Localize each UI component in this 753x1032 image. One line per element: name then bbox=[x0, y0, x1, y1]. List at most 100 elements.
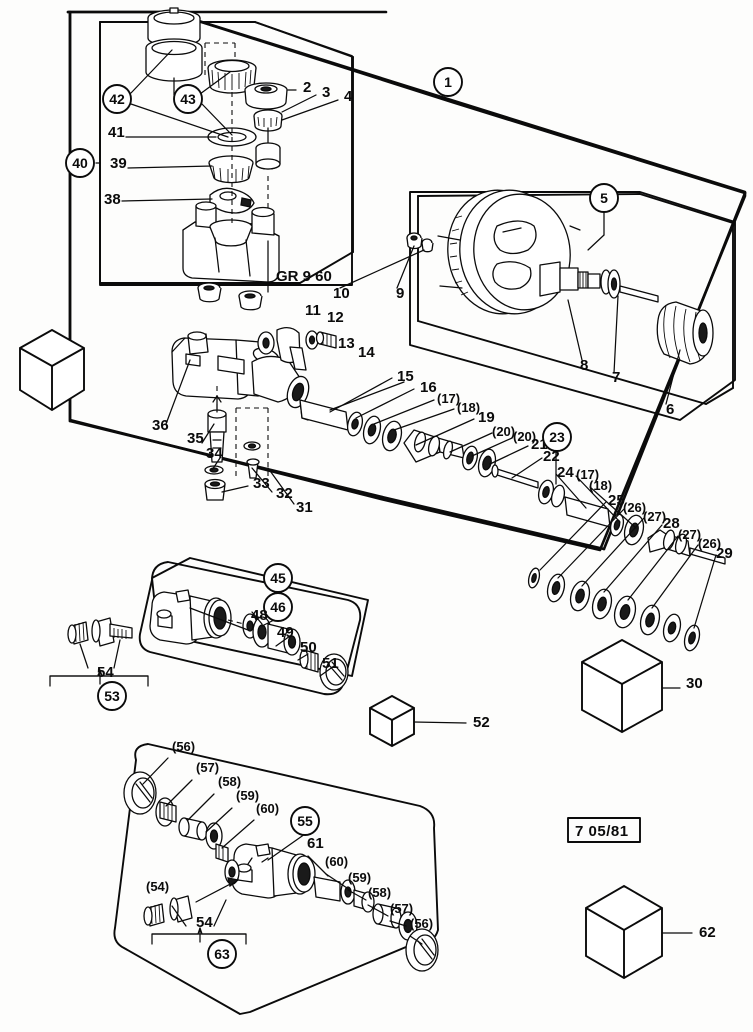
callout-38-float-text: 38 bbox=[104, 191, 121, 208]
callout-4-switch-text: 4 bbox=[344, 88, 353, 105]
callout-16-spring-seat-text: 16 bbox=[420, 379, 437, 396]
callout-43-filler-cap-text: 43 bbox=[180, 91, 196, 107]
callout-54-bleed-screw-a-text: 54 bbox=[97, 664, 114, 681]
callout-32-screw: 32 bbox=[276, 485, 293, 502]
callout-23-seal-kit: 23 bbox=[542, 422, 572, 452]
callout-10-stud-text: 10 bbox=[333, 285, 350, 302]
spring-15 bbox=[299, 399, 349, 431]
reservoir-outlet-plugs bbox=[197, 282, 263, 311]
callout-16-spring-seat: 16 bbox=[420, 379, 437, 396]
callout-34-washer: 34 bbox=[206, 445, 223, 462]
wheel-cylinder-leaders bbox=[142, 588, 423, 945]
callout-34-washer-text: 34 bbox=[206, 445, 223, 462]
callout-23-seal-kit-text: 23 bbox=[549, 429, 565, 445]
callout-43-filler-cap-ring bbox=[173, 84, 203, 114]
callout-31-plug-text: 31 bbox=[296, 499, 313, 516]
callout-57-piston-b: (57) bbox=[390, 901, 413, 916]
spring-24 bbox=[564, 496, 611, 528]
callout-28-spacer: 28 bbox=[663, 515, 680, 532]
master-cylinder-switch-35 bbox=[204, 386, 269, 501]
callout-54-bleed-screw-c-text: 54 bbox=[196, 914, 213, 931]
callout-18-cup-b: (18) bbox=[457, 400, 480, 415]
callout-30-repair-kit-box-text: 30 bbox=[686, 675, 703, 692]
callout-41-gasket: 41 bbox=[108, 124, 125, 141]
reservoir-code-text: GR 9 60 bbox=[276, 268, 332, 285]
booster-boot-6 bbox=[656, 301, 714, 365]
callout-20-ring-a: (20) bbox=[492, 424, 515, 439]
callout-57-piston-b-text: (57) bbox=[390, 901, 413, 916]
callout-59-seal-a: (59) bbox=[236, 788, 259, 803]
front-wheel-cylinder-internals bbox=[242, 613, 349, 691]
internal-parts-leaders bbox=[165, 359, 717, 629]
callout-5-vacuum-booster-text: 5 bbox=[600, 190, 608, 206]
callout-52-repair-kit-box-text: 52 bbox=[473, 714, 490, 731]
callout-40-reservoir-group-text: 40 bbox=[72, 155, 88, 171]
callout-61-spring: 61 bbox=[307, 835, 324, 852]
callout-19-piston: 19 bbox=[478, 409, 495, 426]
callout-60-spring-seat-b: (60) bbox=[325, 854, 348, 869]
callout-23-seal-kit-ring bbox=[542, 422, 572, 452]
callout-17-cup-c-text: (17) bbox=[576, 467, 599, 482]
callout-62-repair-kit-box-text: 62 bbox=[699, 924, 716, 941]
reservoir-code-label: GR 9 60 bbox=[275, 268, 335, 286]
callout-9-nut: 9 bbox=[396, 285, 404, 302]
callout-1-main-assembly: 1 bbox=[433, 67, 463, 97]
callout-54-bleed-screw-b-text: (54) bbox=[146, 879, 169, 894]
callout-11-washer-text: 11 bbox=[305, 302, 321, 319]
callout-58-cup-b-text: (58) bbox=[368, 885, 391, 900]
callout-20-ring-b: (20) bbox=[513, 429, 536, 444]
rear-bleeder-group bbox=[143, 877, 247, 945]
callout-42-cap-assembly-ring bbox=[102, 84, 132, 114]
callout-13-union-text: 13 bbox=[338, 335, 355, 352]
callout-38-float: 38 bbox=[104, 191, 121, 208]
callout-59-seal-b: (59) bbox=[348, 870, 371, 885]
callout-26-washer-b: (26) bbox=[698, 536, 721, 551]
callout-30-repair-kit-box: 30 bbox=[686, 675, 703, 692]
callout-63-rear-bleeder-group-text: 63 bbox=[214, 946, 230, 962]
reservoir-body bbox=[182, 201, 280, 293]
cap-seal-switch-parts bbox=[244, 82, 288, 170]
callout-45-wheel-cylinder-lh-ring bbox=[263, 563, 293, 593]
callout-36-master-cylinder-text: 36 bbox=[152, 417, 169, 434]
callout-59-seal-b-text: (59) bbox=[348, 870, 371, 885]
callout-17-cup-a: (17) bbox=[437, 391, 460, 406]
callout-25-primary-piston: 25 bbox=[608, 492, 625, 509]
callout-17-cup-c: (17) bbox=[576, 467, 599, 482]
callout-25-primary-piston-text: 25 bbox=[608, 492, 625, 509]
callout-24-spring-text: 24 bbox=[557, 464, 574, 481]
callout-27-cup-a: (27) bbox=[643, 509, 666, 524]
callout-49-piston: 49 bbox=[277, 624, 294, 641]
callout-42-cap-assembly: 42 bbox=[102, 84, 132, 114]
callout-6-boot-text: 6 bbox=[666, 401, 674, 418]
callout-19-piston-text: 19 bbox=[478, 409, 495, 426]
callout-12-washer: 12 bbox=[327, 309, 344, 326]
callout-60-spring-seat-b-text: (60) bbox=[325, 854, 348, 869]
repair-kit-box-unlabeled bbox=[19, 328, 85, 412]
callout-41-gasket-text: 41 bbox=[108, 124, 125, 141]
booster-studs-nuts bbox=[406, 232, 434, 253]
callout-56-boot-b-text: (56) bbox=[410, 916, 433, 931]
callout-18-cup-b-text: (18) bbox=[457, 400, 480, 415]
callout-56-boot-a: (56) bbox=[172, 739, 195, 754]
callout-8-pushrod: 8 bbox=[580, 357, 588, 374]
callout-40-reservoir-group-ring bbox=[65, 148, 95, 178]
callout-17-cup-a-text: (17) bbox=[437, 391, 460, 406]
rear-wheel-cylinder-body bbox=[224, 843, 316, 899]
callout-29-circlip-text: 29 bbox=[716, 545, 733, 562]
callout-60-spring-seat-a: (60) bbox=[256, 801, 279, 816]
callout-43-filler-cap: 43 bbox=[173, 84, 203, 114]
rear-internals-left bbox=[123, 771, 229, 863]
callout-2-cap-text: 2 bbox=[303, 79, 311, 96]
rear-internals-right bbox=[313, 876, 439, 972]
callout-40-reservoir-group: 40 bbox=[65, 148, 95, 178]
callout-27-cup-b-text: (27) bbox=[678, 527, 701, 542]
callout-27-cup-b: (27) bbox=[678, 527, 701, 542]
master-cylinder-internals bbox=[299, 399, 726, 652]
master-cylinder-body bbox=[171, 331, 310, 409]
repair-kit-box-52 bbox=[369, 694, 467, 748]
callout-13-union: 13 bbox=[338, 335, 355, 352]
callout-50-spring-text: 50 bbox=[300, 639, 317, 656]
callout-33-seal: 33 bbox=[253, 475, 270, 492]
callout-58-cup-a-text: (58) bbox=[218, 774, 241, 789]
filler-cap-43 bbox=[207, 59, 257, 94]
